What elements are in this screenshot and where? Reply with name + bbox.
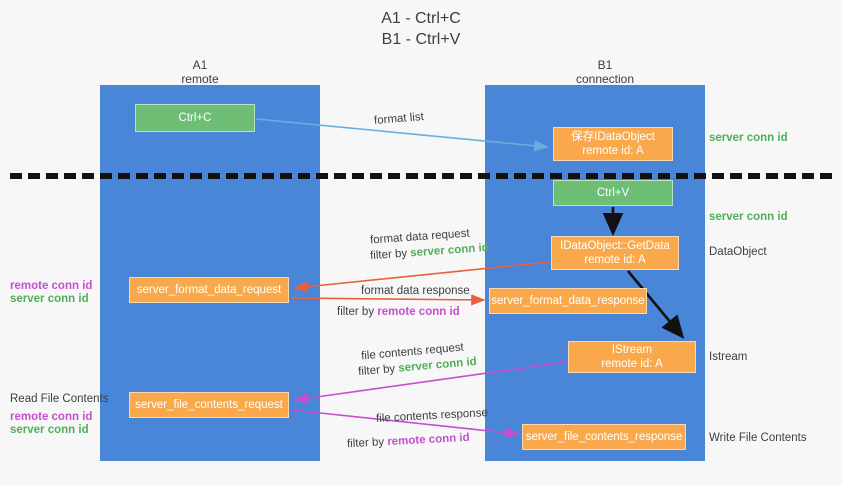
box-ctrl-c-label: Ctrl+C xyxy=(178,112,212,124)
box-save-idataobject-line2: remote id: A xyxy=(582,145,644,157)
note-dataobject: DataObject xyxy=(709,246,767,258)
note-server-conn-id-1: server conn id xyxy=(10,293,89,305)
box-server-format-data-response[interactable]: server_format_data_response xyxy=(489,288,647,314)
note-server-conn-id-2: server conn id xyxy=(10,424,89,436)
note-write-file-contents: Write File Contents xyxy=(709,432,807,444)
label-format-data-response-filter: filter by remote conn id xyxy=(337,305,460,319)
box-istream-line1: IStream xyxy=(611,344,653,356)
remote-conn-id-token-1: remote conn id xyxy=(377,306,460,318)
box-idataobject-getdata-line2: remote id: A xyxy=(584,254,646,266)
box-save-idataobject[interactable]: 保存IDataObject remote id: A xyxy=(553,127,673,161)
box-ctrl-v[interactable]: Ctrl+V xyxy=(553,180,673,206)
lane-header-b1-role: connection xyxy=(575,72,635,86)
dashed-separator xyxy=(10,173,832,179)
box-server-format-data-request-label: server_format_data_request xyxy=(136,284,282,296)
note-read-file-contents: Read File Contents xyxy=(10,393,109,405)
box-server-file-contents-request-label: server_file_contents_request xyxy=(135,399,283,411)
title-line-1: A1 - Ctrl+C xyxy=(381,10,461,27)
arrow-getdata-to-istream xyxy=(626,270,685,340)
box-ctrl-c[interactable]: Ctrl+C xyxy=(135,104,255,132)
box-idataobject-getdata[interactable]: IDataObject::GetData remote id: A xyxy=(551,236,679,270)
note-remote-conn-id-2: remote conn id xyxy=(10,411,93,423)
box-server-file-contents-response-label: server_file_contents_response xyxy=(525,431,683,443)
label-format-data-response: format data response xyxy=(361,285,470,297)
filter-by-text-4: filter by xyxy=(346,436,388,451)
filter-by-text-1: filter by xyxy=(369,247,411,263)
arrow-format-data-request xyxy=(293,261,550,293)
arrow-format-list xyxy=(255,118,549,152)
note-remote-conn-id-1: remote conn id xyxy=(10,280,93,292)
box-server-file-contents-response[interactable]: server_file_contents_response xyxy=(522,424,686,450)
box-server-format-data-response-label: server_format_data_response xyxy=(491,295,645,307)
lane-header-a1: A1 remote xyxy=(120,58,280,86)
box-ctrl-v-label: Ctrl+V xyxy=(596,187,630,199)
note-server-conn-id-top: server conn id xyxy=(709,132,788,144)
note-istream: Istream xyxy=(709,351,748,363)
lane-header-b1: B1 connection xyxy=(520,58,690,86)
title-line-2: B1 - Ctrl+V xyxy=(381,31,461,48)
lane-header-a1-role: remote xyxy=(181,72,219,86)
lane-header-b1-name: B1 xyxy=(597,58,613,72)
lane-header-a1-name: A1 xyxy=(192,58,208,72)
arrow-file-contents-request xyxy=(293,361,567,404)
box-save-idataobject-line1: 保存IDataObject xyxy=(571,131,655,143)
diagram-title: A1 - Ctrl+C B1 - Ctrl+V xyxy=(0,8,842,50)
arrow-file-contents-response xyxy=(291,409,520,439)
box-idataobject-getdata-line1: IDataObject::GetData xyxy=(560,240,670,252)
box-server-format-data-request[interactable]: server_format_data_request xyxy=(129,277,289,303)
box-server-file-contents-request[interactable]: server_file_contents_request xyxy=(129,392,289,418)
arrow-format-data-response xyxy=(291,294,486,306)
box-istream[interactable]: IStream remote id: A xyxy=(568,341,696,373)
filter-by-text-2: filter by xyxy=(337,306,378,318)
note-server-conn-id-mid: server conn id xyxy=(709,211,788,223)
filter-by-text-3: filter by xyxy=(357,362,399,379)
box-istream-line2: remote id: A xyxy=(601,358,663,370)
